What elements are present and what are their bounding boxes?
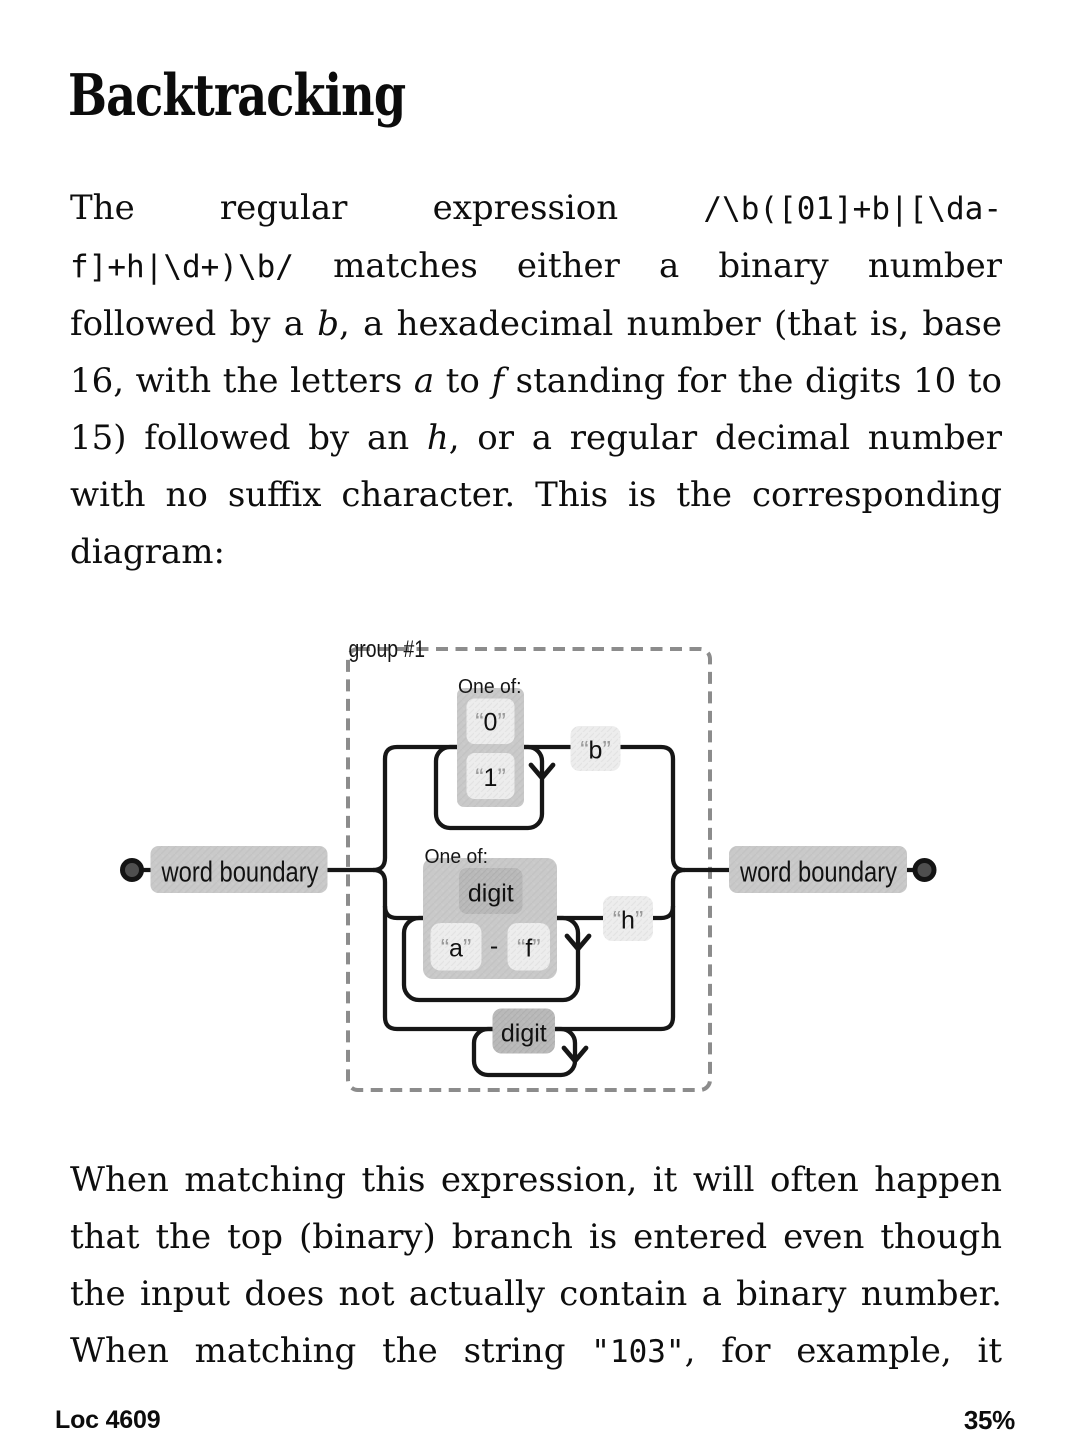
text-line: the input does not actually contain a bi…: [70, 1266, 1002, 1323]
body-text: followed by a: [70, 304, 318, 344]
char-box-h: [603, 896, 653, 941]
group-label: group #1: [349, 636, 426, 663]
body-text: 15) followed by an: [70, 418, 427, 458]
char-box-a: [430, 923, 482, 971]
text-line: diagram:: [70, 524, 1002, 581]
body-text: , or a regular decimal number: [448, 418, 1002, 458]
body-text: to: [434, 361, 492, 401]
end-dot: [912, 858, 937, 882]
body-text: matches either a binary number: [293, 246, 1002, 286]
word-boundary-start-box: [150, 846, 328, 893]
body-text: When matching this expression, it will o…: [70, 1160, 1002, 1200]
char-box-0: [466, 698, 515, 744]
text-line: When matching this expression, it will o…: [70, 1152, 1002, 1209]
word-boundary-start-label: word boundary: [161, 857, 319, 889]
digit-label-hex: digit: [468, 880, 514, 908]
body-text: that the top (binary) branch is entered …: [70, 1217, 1002, 1257]
italic-term: b: [317, 304, 340, 344]
paragraph-intro: The regular expression /\b([01]+b|[\da-f…: [70, 180, 1002, 581]
digit-label-decimal: digit: [501, 1020, 547, 1048]
loop-arrow-hex-icon: [564, 933, 592, 952]
word-boundary-end-box: [729, 846, 907, 893]
loop-arrow-decimal-icon: [561, 1045, 589, 1064]
text-line: followed by a b, a hexadecimal number (t…: [70, 296, 1002, 353]
text-line: with no suffix character. This is the co…: [70, 467, 1002, 524]
char-label-a: “a”: [441, 935, 472, 963]
char-box-1: [466, 753, 515, 799]
char-label-f: “f”: [517, 935, 541, 963]
body-text: The regular expression: [70, 188, 704, 228]
char-label-b: “b”: [580, 737, 611, 765]
body-text: , a hexadecimal number (that is, base: [339, 304, 1002, 344]
text-line: that the top (binary) branch is entered …: [70, 1209, 1002, 1266]
digit-box-hex: [459, 868, 523, 914]
char-label-h: “h”: [613, 907, 644, 935]
char-label-0: “0”: [475, 709, 506, 737]
chapter-title: Backtracking: [68, 62, 406, 130]
char-label-1: “1”: [475, 764, 506, 792]
text-line: When matching the string "103", for exam…: [70, 1323, 1002, 1381]
body-text: standing for the digits 10 to: [504, 361, 1003, 401]
one-of-binary-label: One of:: [458, 676, 522, 698]
body-text: the input does not actually contain a bi…: [70, 1274, 1002, 1314]
char-box-b: [570, 726, 621, 771]
body-text: When matching the string: [70, 1331, 592, 1371]
body-text: with no suffix character. This is the co…: [70, 475, 1002, 515]
start-dot: [120, 858, 144, 882]
word-boundary-end-label: word boundary: [739, 857, 897, 889]
text-line: 16, with the letters a to f standing for…: [70, 353, 1002, 410]
italic-term: a: [413, 361, 435, 401]
paragraph-explanation: When matching this expression, it will o…: [70, 1152, 1002, 1381]
italic-term: h: [426, 418, 449, 458]
one-of-hex-label: One of:: [425, 846, 489, 868]
text-line: The regular expression /\b([01]+b|[\da-: [70, 180, 1002, 238]
inline-code: /\b([01]+b|[\da-: [703, 191, 1002, 227]
body-text: diagram:: [70, 532, 225, 572]
body-text: 16, with the letters: [70, 361, 414, 401]
range-separator: -: [490, 932, 498, 960]
digit-box-decimal: [492, 1008, 555, 1054]
text-line: f]+h|\d+)\b/ matches either a binary num…: [70, 238, 1002, 296]
inline-code: f]+h|\d+)\b/: [70, 249, 294, 285]
inline-code: "103": [591, 1334, 685, 1370]
italic-term: f: [491, 361, 505, 401]
text-line: 15) followed by an h, or a regular decim…: [70, 410, 1002, 467]
loop-arrow-binary-icon: [528, 762, 556, 781]
char-box-f: [507, 923, 550, 971]
body-text: , for example, it: [684, 1331, 1002, 1371]
